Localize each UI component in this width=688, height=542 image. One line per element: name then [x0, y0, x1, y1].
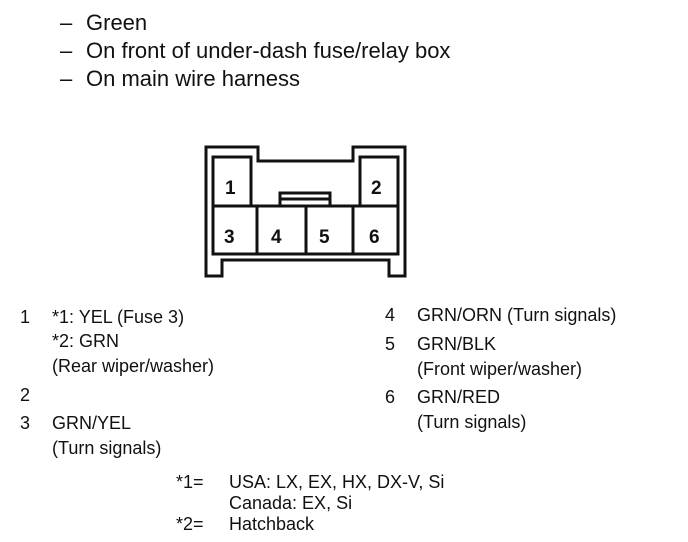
connector-diagram: 1 2 3 4 5 6	[204, 145, 407, 278]
header-text-color: Green	[86, 10, 148, 35]
header-line-location: –On front of under-dash fuse/relay box	[60, 38, 450, 64]
footnote-2-key: *2=	[176, 514, 204, 534]
pinout-entry-6: 6 GRN/RED	[385, 386, 500, 408]
pin-label-3: 3	[224, 227, 235, 248]
pinout-entry-5-function: (Front wiper/washer)	[417, 358, 582, 380]
pin-label-1: 1	[225, 178, 236, 199]
pinout-entry-3-function: (Turn signals)	[52, 437, 161, 459]
pin-label-6: 6	[369, 227, 380, 248]
pin-label-4: 4	[271, 227, 282, 248]
pin-wire-color: *2: GRN	[52, 331, 120, 351]
header-dash: –	[60, 10, 73, 35]
header-line-harness: –On main wire harness	[60, 66, 300, 92]
pinout-entry-6-function: (Turn signals)	[417, 411, 526, 433]
pin-number: 3	[20, 413, 31, 433]
pin-function: (Turn signals)	[417, 412, 527, 432]
pin-number: 5	[385, 334, 396, 354]
pinout-entry-1-function: (Rear wiper/washer)	[52, 355, 214, 377]
pin-number: 2	[20, 385, 31, 405]
header-text-harness: On main wire harness	[86, 66, 300, 91]
footnote-1-text: USA: LX, EX, HX, DX-V, Si	[229, 472, 445, 492]
pin-number: 6	[385, 387, 396, 407]
pin-wire-color: GRN/ORN (Turn signals)	[417, 305, 617, 325]
pinout-entry-1: 1 *1: YEL (Fuse 3)	[20, 306, 184, 328]
pin-label-5: 5	[319, 227, 330, 248]
pin-number: 4	[385, 305, 396, 325]
pinout-entry-4: 4 GRN/ORN (Turn signals)	[385, 304, 616, 326]
pinout-entry-5: 5 GRN/BLK	[385, 333, 496, 355]
connector-outline	[204, 145, 407, 278]
pin-wire-color: *1: YEL (Fuse 3)	[52, 307, 185, 327]
pinout-entry-1-alt: *2: GRN	[52, 330, 119, 352]
pin-function: (Turn signals)	[52, 438, 162, 458]
pin-number: 1	[20, 307, 31, 327]
pin-wire-color: GRN/RED	[417, 387, 501, 407]
pin-wire-color: GRN/YEL	[52, 413, 132, 433]
connector-inner-outline	[211, 155, 400, 256]
pin-wire-color: GRN/BLK	[417, 334, 497, 354]
pin-function: (Rear wiper/washer)	[52, 356, 215, 376]
footnote-2-text: Hatchback	[229, 514, 315, 534]
header-text-location: On front of under-dash fuse/relay box	[86, 38, 451, 63]
footnote-1-key: *1=	[176, 472, 204, 492]
footnote-1-text-2: Canada: EX, Si	[229, 493, 353, 513]
header-dash: –	[60, 38, 73, 63]
header-dash: –	[60, 66, 73, 91]
pinout-entry-3: 3 GRN/YEL	[20, 412, 131, 434]
pin-function: (Front wiper/washer)	[417, 359, 583, 379]
pinout-entry-2: 2	[20, 384, 52, 406]
pin-label-2: 2	[371, 178, 382, 199]
header-line-color: –Green	[60, 10, 147, 36]
